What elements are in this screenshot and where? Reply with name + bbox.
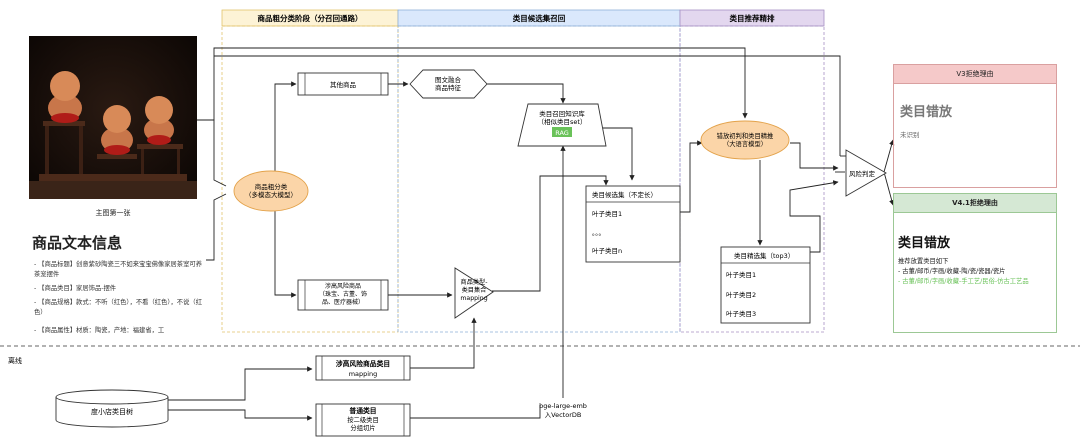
candidate-item: 叶子类目n <box>592 246 622 255</box>
v41-reason-title: 类目错放 <box>898 236 951 251</box>
risk-goods-node <box>297 279 389 311</box>
v41-reason-header: V4.1拒绝理由 <box>894 194 1056 213</box>
v41-reason-panel: V4.1拒绝理由 类目错放 推荐放置类目如下 - 古董/邮币/字画/收藏-陶/瓷… <box>893 193 1057 333</box>
coarse-classify-label: 商品粗分类（多模态大模型） <box>245 182 297 199</box>
risk-judge-label: 风险判定 <box>849 169 876 178</box>
v41-reason-intro: 推荐放置类目如下 <box>898 258 949 265</box>
category-tree-label: 度小店类目树 <box>91 407 133 416</box>
coarse-classify-node <box>233 170 309 212</box>
product-info-title: 商品文本信息 <box>32 234 123 252</box>
kb-node <box>517 103 607 147</box>
fusion-node <box>409 69 488 99</box>
photo-caption: 主图第一张 <box>95 209 131 217</box>
candidates-list <box>585 185 681 263</box>
top3-item: 叶子类目2 <box>726 290 756 299</box>
other-goods-label: 其他商品 <box>330 80 356 89</box>
risk-mapping-title: 涉高风险商品类目 <box>336 359 390 368</box>
normal-category-sub: 按二级类目分组切片 <box>347 415 378 432</box>
rag-tag-label: RAG <box>555 129 569 137</box>
risk-mapping-node <box>315 355 411 381</box>
risk-mapping-sub: mapping <box>349 370 378 378</box>
phase-label-coarse: 商品粗分类阶段（分召回通路） <box>258 13 363 23</box>
phase-label-rerank: 类目推荐精排 <box>730 13 775 23</box>
category-tree-db <box>55 397 169 428</box>
product-info-item: - 【商品标题】创意紫砂陶瓷三不如来宝宝佛像家居茶室可养茶宠摆件 <box>34 261 202 278</box>
top3-item: 叶子类目1 <box>726 270 756 279</box>
candidate-item: 。。。 <box>592 229 605 237</box>
risk-judge-node <box>845 149 887 197</box>
v3-reason-body: 未识别 <box>900 131 920 139</box>
phase-region-rerank <box>679 25 825 333</box>
product-photo <box>29 36 197 199</box>
v3-reason-panel: V3拒绝理由 类目错放 未识别 <box>893 64 1057 188</box>
candidate-item: 叶子类目1 <box>592 209 622 218</box>
product-info-item: - 【商品属性】材质：陶瓷，产地：福建省，工 <box>34 327 165 334</box>
v3-reason-title: 类目错放 <box>900 105 953 120</box>
product-info-item: - 【商品规格】款式：不听（红色），不看（红色），不说（红色） <box>34 299 202 316</box>
other-goods-node <box>297 72 389 96</box>
normal-category-node <box>315 403 411 437</box>
v41-reason-line: - 古董/邮币/字画/收藏-陶/瓷/瓷器/瓷片 <box>898 268 1006 275</box>
rag-tag <box>552 127 572 137</box>
risk-goods-label: 涉高风险商品（珠宝、古董、饰品、医疗器械） <box>319 282 367 306</box>
candidates-title: 类目候选集（不定长） <box>592 190 657 199</box>
v3-reason-header: V3拒绝理由 <box>894 65 1056 84</box>
top3-list <box>720 246 811 324</box>
v41-reason-line-highlight: - 古董/邮币/字画/收藏-手工艺/民俗-仿古工艺品 <box>898 278 1029 285</box>
kb-label: 类目召回知识库（相似类目set） <box>538 109 587 126</box>
mapping-node <box>454 267 494 319</box>
rerank-node <box>700 120 790 160</box>
offline-label: 离线 <box>8 356 22 365</box>
top3-item: 叶子类目3 <box>726 309 756 318</box>
phase-label-recall: 类目候选集召回 <box>513 13 566 23</box>
product-info-item: - 【商品类目】家居饰品-摆件 <box>34 285 117 292</box>
phase-region-coarse <box>221 25 399 333</box>
normal-category-title: 普通类目 <box>349 406 376 415</box>
top3-title: 类目精选集（top3） <box>734 251 794 260</box>
fusion-label: 图文融合商品特征 <box>435 75 462 92</box>
rerank-label: 错放初判和类目精推（大语言模型） <box>717 131 774 148</box>
